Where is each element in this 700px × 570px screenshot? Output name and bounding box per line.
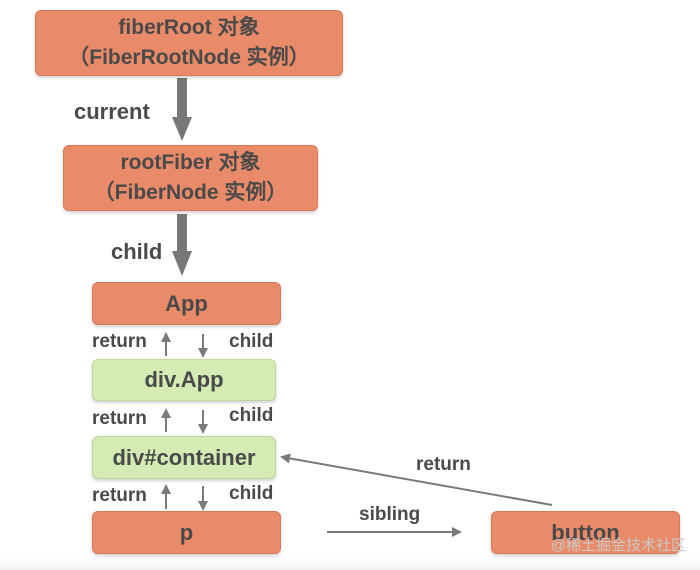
child-label-3: child [229, 483, 274, 504]
button-node-label: button [551, 519, 620, 545]
child-arrow-root [172, 214, 192, 276]
child-label-2: child [229, 405, 274, 426]
return-label-1: return [92, 331, 147, 352]
fiber-root-title: fiberRoot 对象 [118, 16, 260, 39]
div-container-node-label: div#container [112, 444, 256, 470]
fiber-root-subtitle: （FiberRootNode 实例） [68, 46, 310, 69]
fiber-root-node: fiberRoot 对象 （FiberRootNode 实例） [35, 10, 343, 76]
sibling-label: sibling [359, 504, 421, 525]
return-label-2: return [92, 408, 147, 429]
p-node: p [92, 511, 281, 554]
div-container-node: div#container [92, 436, 276, 479]
root-fiber-node: rootFiber 对象 （FiberNode 实例） [63, 145, 318, 211]
div-app-node: div.App [92, 359, 276, 401]
app-node: App [92, 282, 281, 325]
div-app-node-label: div.App [144, 367, 224, 392]
watermark-text: @稀土掘金技术社区 [550, 537, 686, 554]
current-label: current [74, 99, 150, 124]
child-label-root: child [111, 239, 163, 264]
return-label-3: return [92, 485, 147, 506]
root-fiber-title: rootFiber 对象 [120, 151, 261, 174]
button-return-label: return [416, 454, 471, 475]
p-node-label: p [179, 519, 194, 545]
bottom-faded-strip [0, 556, 700, 570]
child-label-1: child [229, 331, 274, 352]
current-arrow [172, 78, 192, 141]
app-node-label: App [165, 290, 208, 316]
button-node: button [491, 511, 680, 554]
root-fiber-subtitle: （FiberNode 实例） [93, 181, 288, 204]
